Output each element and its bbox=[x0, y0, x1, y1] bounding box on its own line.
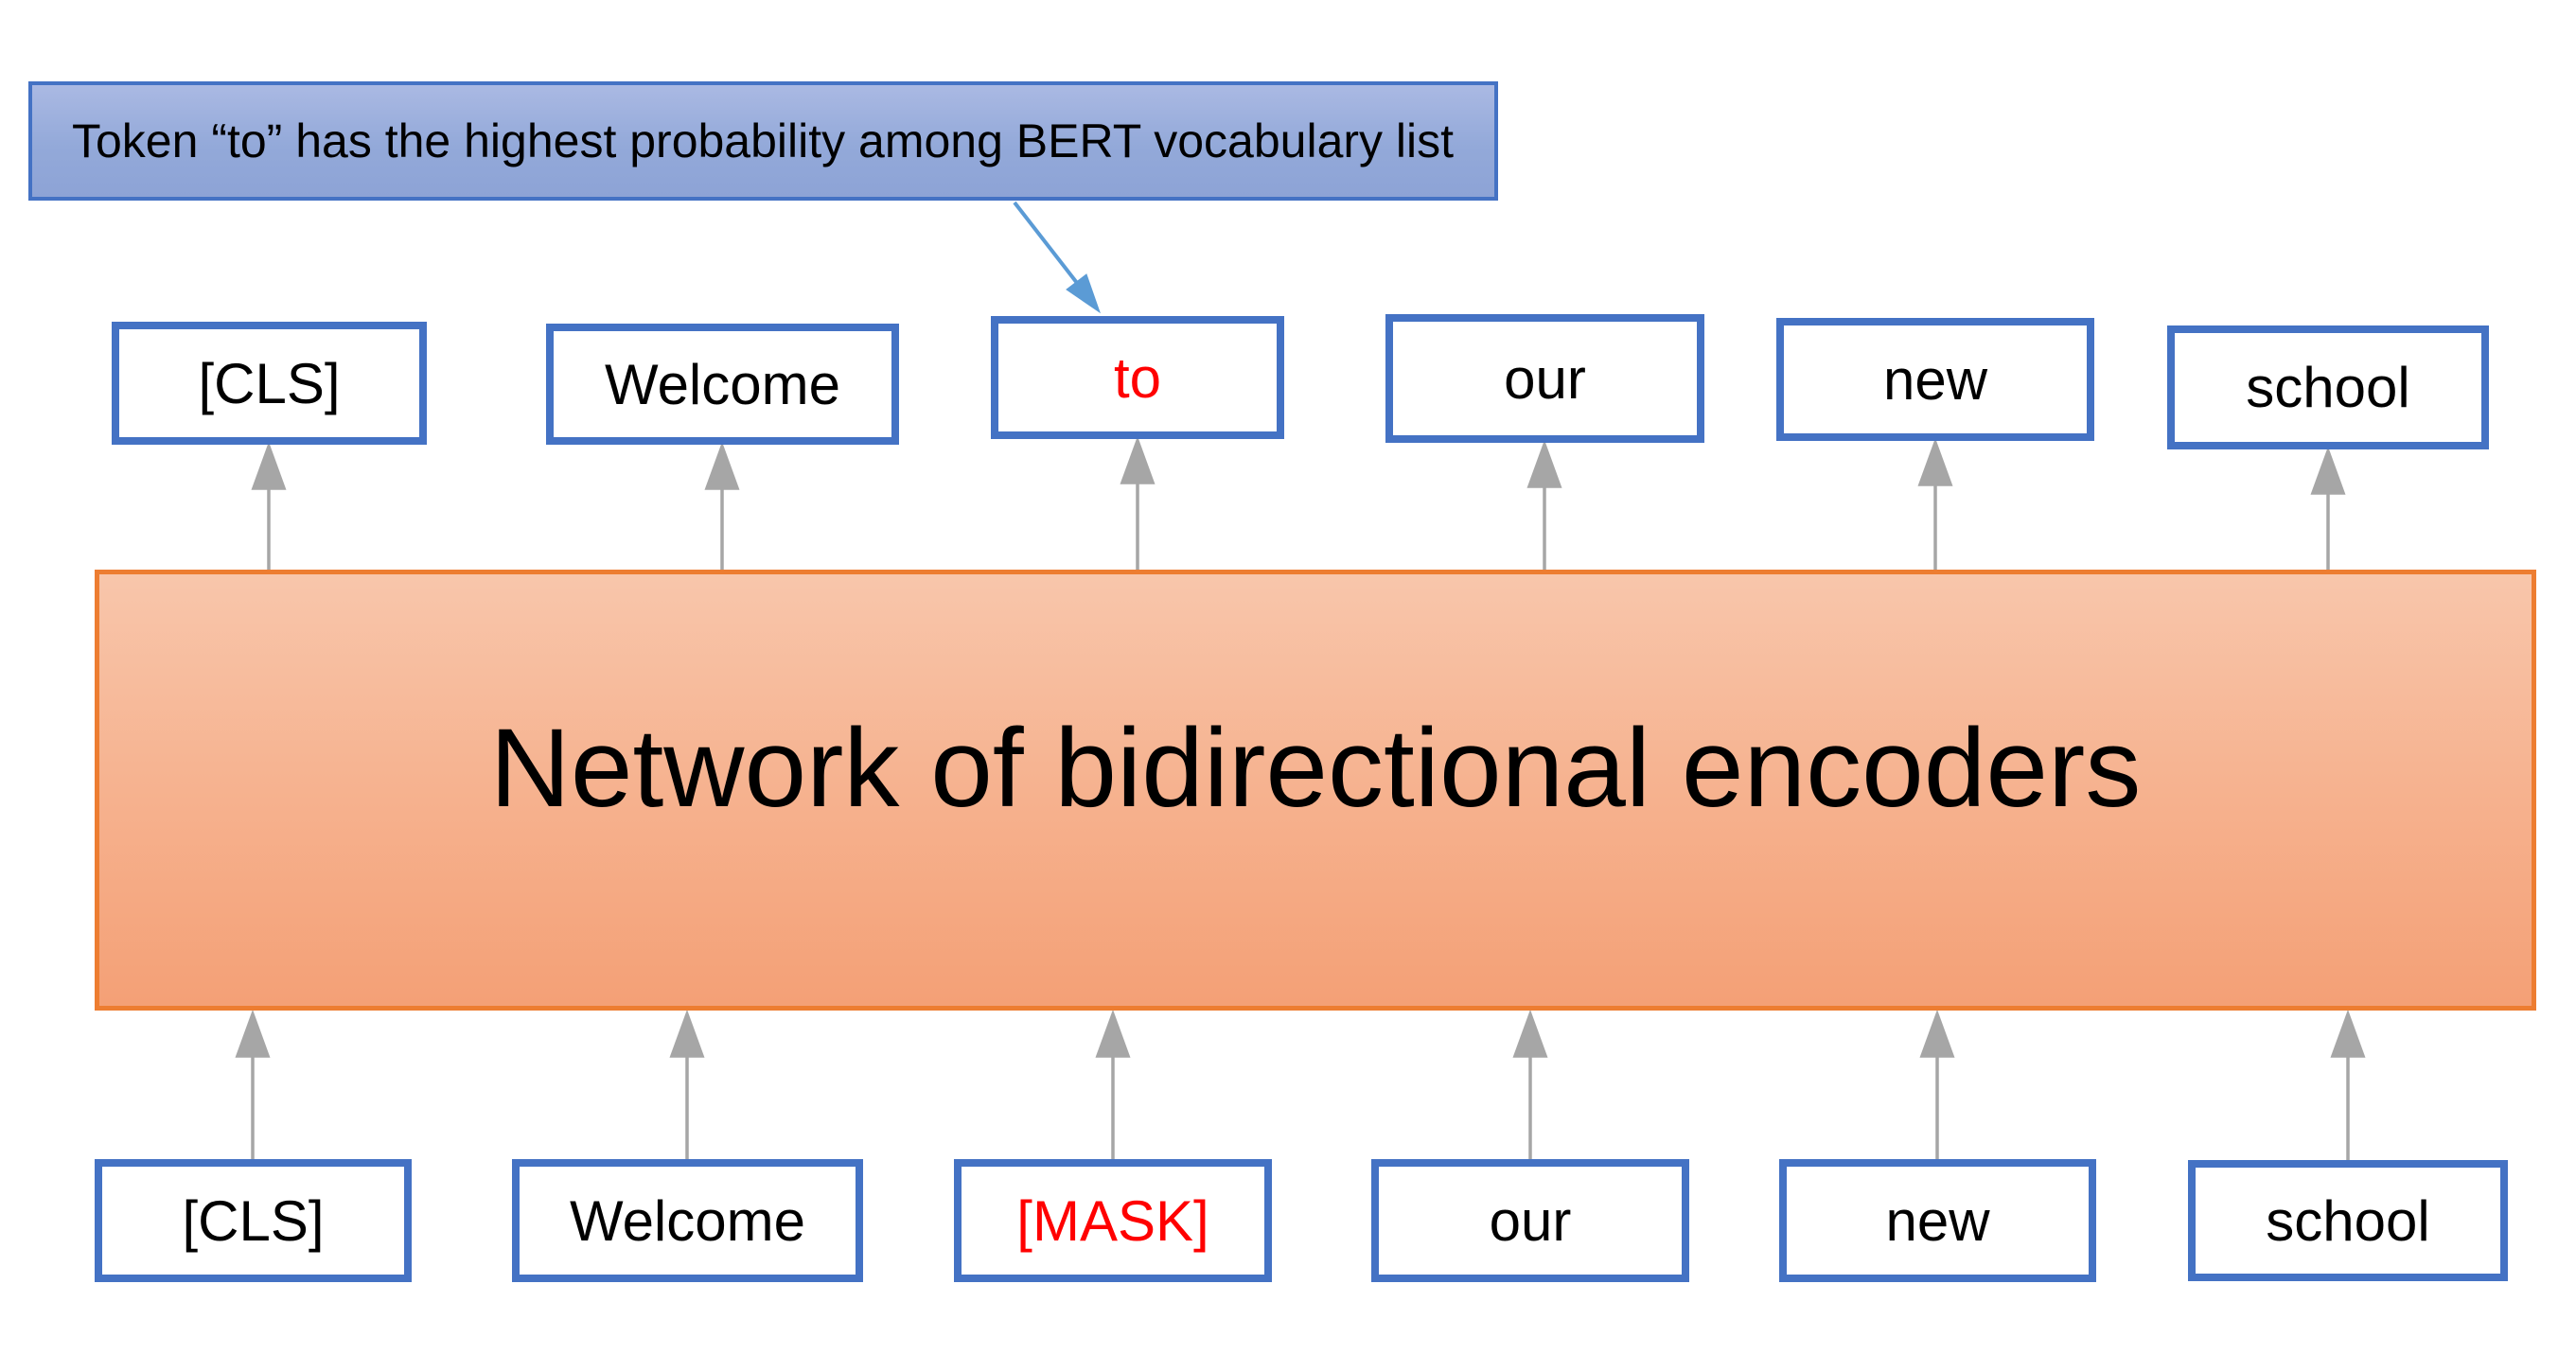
flow-arrow-head bbox=[669, 1009, 705, 1058]
input-token-welcome: Welcome bbox=[512, 1159, 863, 1282]
output-token-cls: [CLS] bbox=[112, 322, 427, 445]
input-token-school-label: school bbox=[2266, 1188, 2430, 1253]
output-token-school-label: school bbox=[2246, 356, 2410, 419]
flow-arrow-head bbox=[1526, 439, 1562, 488]
output-token-new: new bbox=[1776, 318, 2094, 441]
output-token-new-label: new bbox=[1882, 347, 1988, 412]
encoder-box: Network of bidirectional encoders bbox=[95, 570, 2536, 1011]
input-token-mask: [MASK] bbox=[954, 1159, 1272, 1282]
encoder-label: Network of bidirectional encoders bbox=[489, 706, 2142, 831]
output-token-welcome: Welcome bbox=[546, 324, 899, 445]
flow-arrow-head bbox=[704, 441, 740, 490]
output-token-our: our bbox=[1385, 314, 1704, 443]
flow-arrow-head bbox=[251, 441, 287, 490]
input-token-our-label: our bbox=[1489, 1188, 1572, 1253]
input-token-cls: [CLS] bbox=[95, 1159, 412, 1282]
input-token-welcome-label: Welcome bbox=[570, 1188, 805, 1253]
flow-arrow-head bbox=[1120, 435, 1156, 484]
input-token-new: new bbox=[1779, 1159, 2096, 1282]
output-token-school: school bbox=[2167, 325, 2489, 449]
callout-pointer-head bbox=[1066, 273, 1101, 314]
output-token-to-label: to bbox=[1113, 345, 1162, 410]
callout-text: Token “to” has the highest probability a… bbox=[72, 114, 1455, 167]
output-token-cls-label: [CLS] bbox=[198, 351, 341, 415]
flow-arrow-head bbox=[1512, 1009, 1548, 1058]
flow-arrow-head bbox=[1095, 1009, 1131, 1058]
input-token-cls-label: [CLS] bbox=[182, 1188, 325, 1253]
input-token-mask-label: [MASK] bbox=[1016, 1188, 1209, 1253]
flow-arrow-head bbox=[2310, 446, 2346, 495]
output-token-to: to bbox=[991, 316, 1284, 439]
output-token-welcome-label: Welcome bbox=[605, 352, 840, 416]
flow-arrow-head bbox=[1917, 437, 1953, 486]
input-token-new-label: new bbox=[1885, 1188, 1990, 1253]
input-token-school: school bbox=[2188, 1160, 2508, 1281]
callout-box: Token “to” has the highest probability a… bbox=[28, 81, 1498, 201]
flow-arrow-head bbox=[2330, 1009, 2366, 1058]
input-token-our: our bbox=[1371, 1159, 1689, 1282]
flow-arrow-head bbox=[235, 1009, 271, 1058]
output-token-our-label: our bbox=[1504, 346, 1586, 411]
callout-pointer-line bbox=[1013, 201, 1079, 285]
flow-arrow-head bbox=[1919, 1009, 1955, 1058]
